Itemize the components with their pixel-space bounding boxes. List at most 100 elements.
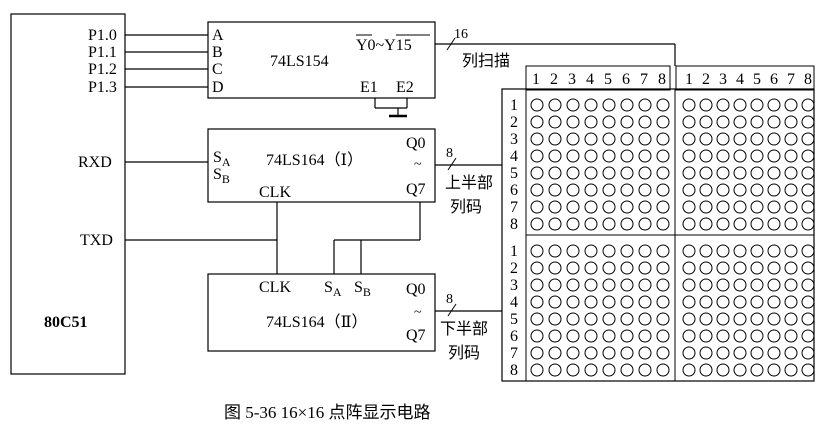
shift2-q0-pin: Q0 xyxy=(406,281,426,298)
led-dot xyxy=(638,166,652,180)
led-dot xyxy=(733,295,747,309)
led-dot xyxy=(801,261,815,275)
led-dot xyxy=(530,244,544,258)
led-dot xyxy=(716,183,730,197)
led-dot xyxy=(682,346,696,360)
column-header-left xyxy=(525,65,671,91)
led-dot xyxy=(733,166,747,180)
column-number-right: 8 xyxy=(804,71,812,88)
led-dot xyxy=(530,363,544,377)
led-dot xyxy=(584,363,598,377)
led-dot xyxy=(530,217,544,231)
led-dot xyxy=(548,278,562,292)
led-dot xyxy=(716,278,730,292)
led-dot xyxy=(750,149,764,163)
led-dot xyxy=(682,98,696,112)
led-dot xyxy=(638,217,652,231)
led-dot xyxy=(767,329,781,343)
led-dot xyxy=(750,200,764,214)
led-dot xyxy=(620,183,634,197)
led-dot xyxy=(801,295,815,309)
led-dot xyxy=(530,200,544,214)
led-dot xyxy=(620,363,634,377)
led-dot xyxy=(750,183,764,197)
led-dot xyxy=(620,278,634,292)
led-dot xyxy=(548,295,562,309)
led-dot xyxy=(801,329,815,343)
led-dot xyxy=(699,217,713,231)
mcu-name: 80C51 xyxy=(44,314,88,331)
led-dot xyxy=(656,98,670,112)
led-dot xyxy=(548,115,562,129)
column-header-right xyxy=(675,65,815,91)
led-dot xyxy=(620,329,634,343)
led-dot xyxy=(602,346,616,360)
led-dot xyxy=(602,183,616,197)
decoder-outputs-label: Y0~Y15 xyxy=(356,37,412,54)
led-dot xyxy=(750,312,764,326)
led-dot xyxy=(584,278,598,292)
led-dot xyxy=(602,149,616,163)
led-dot xyxy=(716,363,730,377)
led-dot xyxy=(767,166,781,180)
led-dot xyxy=(699,329,713,343)
led-dot xyxy=(656,295,670,309)
led-dot xyxy=(620,149,634,163)
led-dot xyxy=(784,244,798,258)
led-dot xyxy=(566,115,580,129)
led-dot xyxy=(682,149,696,163)
upper-bus-label-2: 列码 xyxy=(450,198,482,216)
led-dot xyxy=(767,261,781,275)
led-dot xyxy=(620,261,634,275)
led-dot xyxy=(620,312,634,326)
shift2-q7-pin: Q7 xyxy=(406,327,426,344)
upper-bus-width: 8 xyxy=(446,146,453,161)
led-dot xyxy=(699,200,713,214)
led-dot xyxy=(620,200,634,214)
led-dot xyxy=(548,312,562,326)
led-dot xyxy=(620,115,634,129)
column-number-left: 4 xyxy=(586,71,594,88)
led-dot xyxy=(584,98,598,112)
upper-bus-label-1: 上半部 xyxy=(445,174,493,192)
led-dot xyxy=(682,200,696,214)
led-dot xyxy=(566,200,580,214)
column-number-right: 4 xyxy=(736,71,744,88)
led-dot xyxy=(584,200,598,214)
led-dot xyxy=(716,98,730,112)
led-dot xyxy=(716,312,730,326)
led-dot xyxy=(584,217,598,231)
led-dot xyxy=(716,244,730,258)
led-dot xyxy=(638,200,652,214)
led-dot xyxy=(638,98,652,112)
led-dot xyxy=(801,149,815,163)
led-dot xyxy=(784,217,798,231)
led-dot xyxy=(656,115,670,129)
led-dot xyxy=(767,183,781,197)
shift1-clk-pin: CLK xyxy=(259,184,291,201)
led-dot xyxy=(682,312,696,326)
led-dot xyxy=(638,132,652,146)
led-dot xyxy=(530,98,544,112)
led-dot xyxy=(638,329,652,343)
row-number-top: 7 xyxy=(510,199,518,216)
led-dot xyxy=(699,149,713,163)
led-dot xyxy=(733,363,747,377)
decoder-enable-e1: E1 xyxy=(360,79,378,96)
led-dot xyxy=(656,244,670,258)
led-dot xyxy=(716,200,730,214)
decoder-name: 74LS154 xyxy=(270,53,329,70)
led-dot xyxy=(767,200,781,214)
led-dot xyxy=(656,278,670,292)
led-dot xyxy=(801,183,815,197)
led-dot xyxy=(750,278,764,292)
shift2-name: 74LS164（Ⅱ） xyxy=(266,313,368,331)
led-dot xyxy=(566,217,580,231)
panel-bottom-left xyxy=(525,234,676,382)
row-number-bottom: 8 xyxy=(510,362,518,379)
led-dot xyxy=(682,244,696,258)
led-dot xyxy=(656,183,670,197)
led-dot xyxy=(638,295,652,309)
